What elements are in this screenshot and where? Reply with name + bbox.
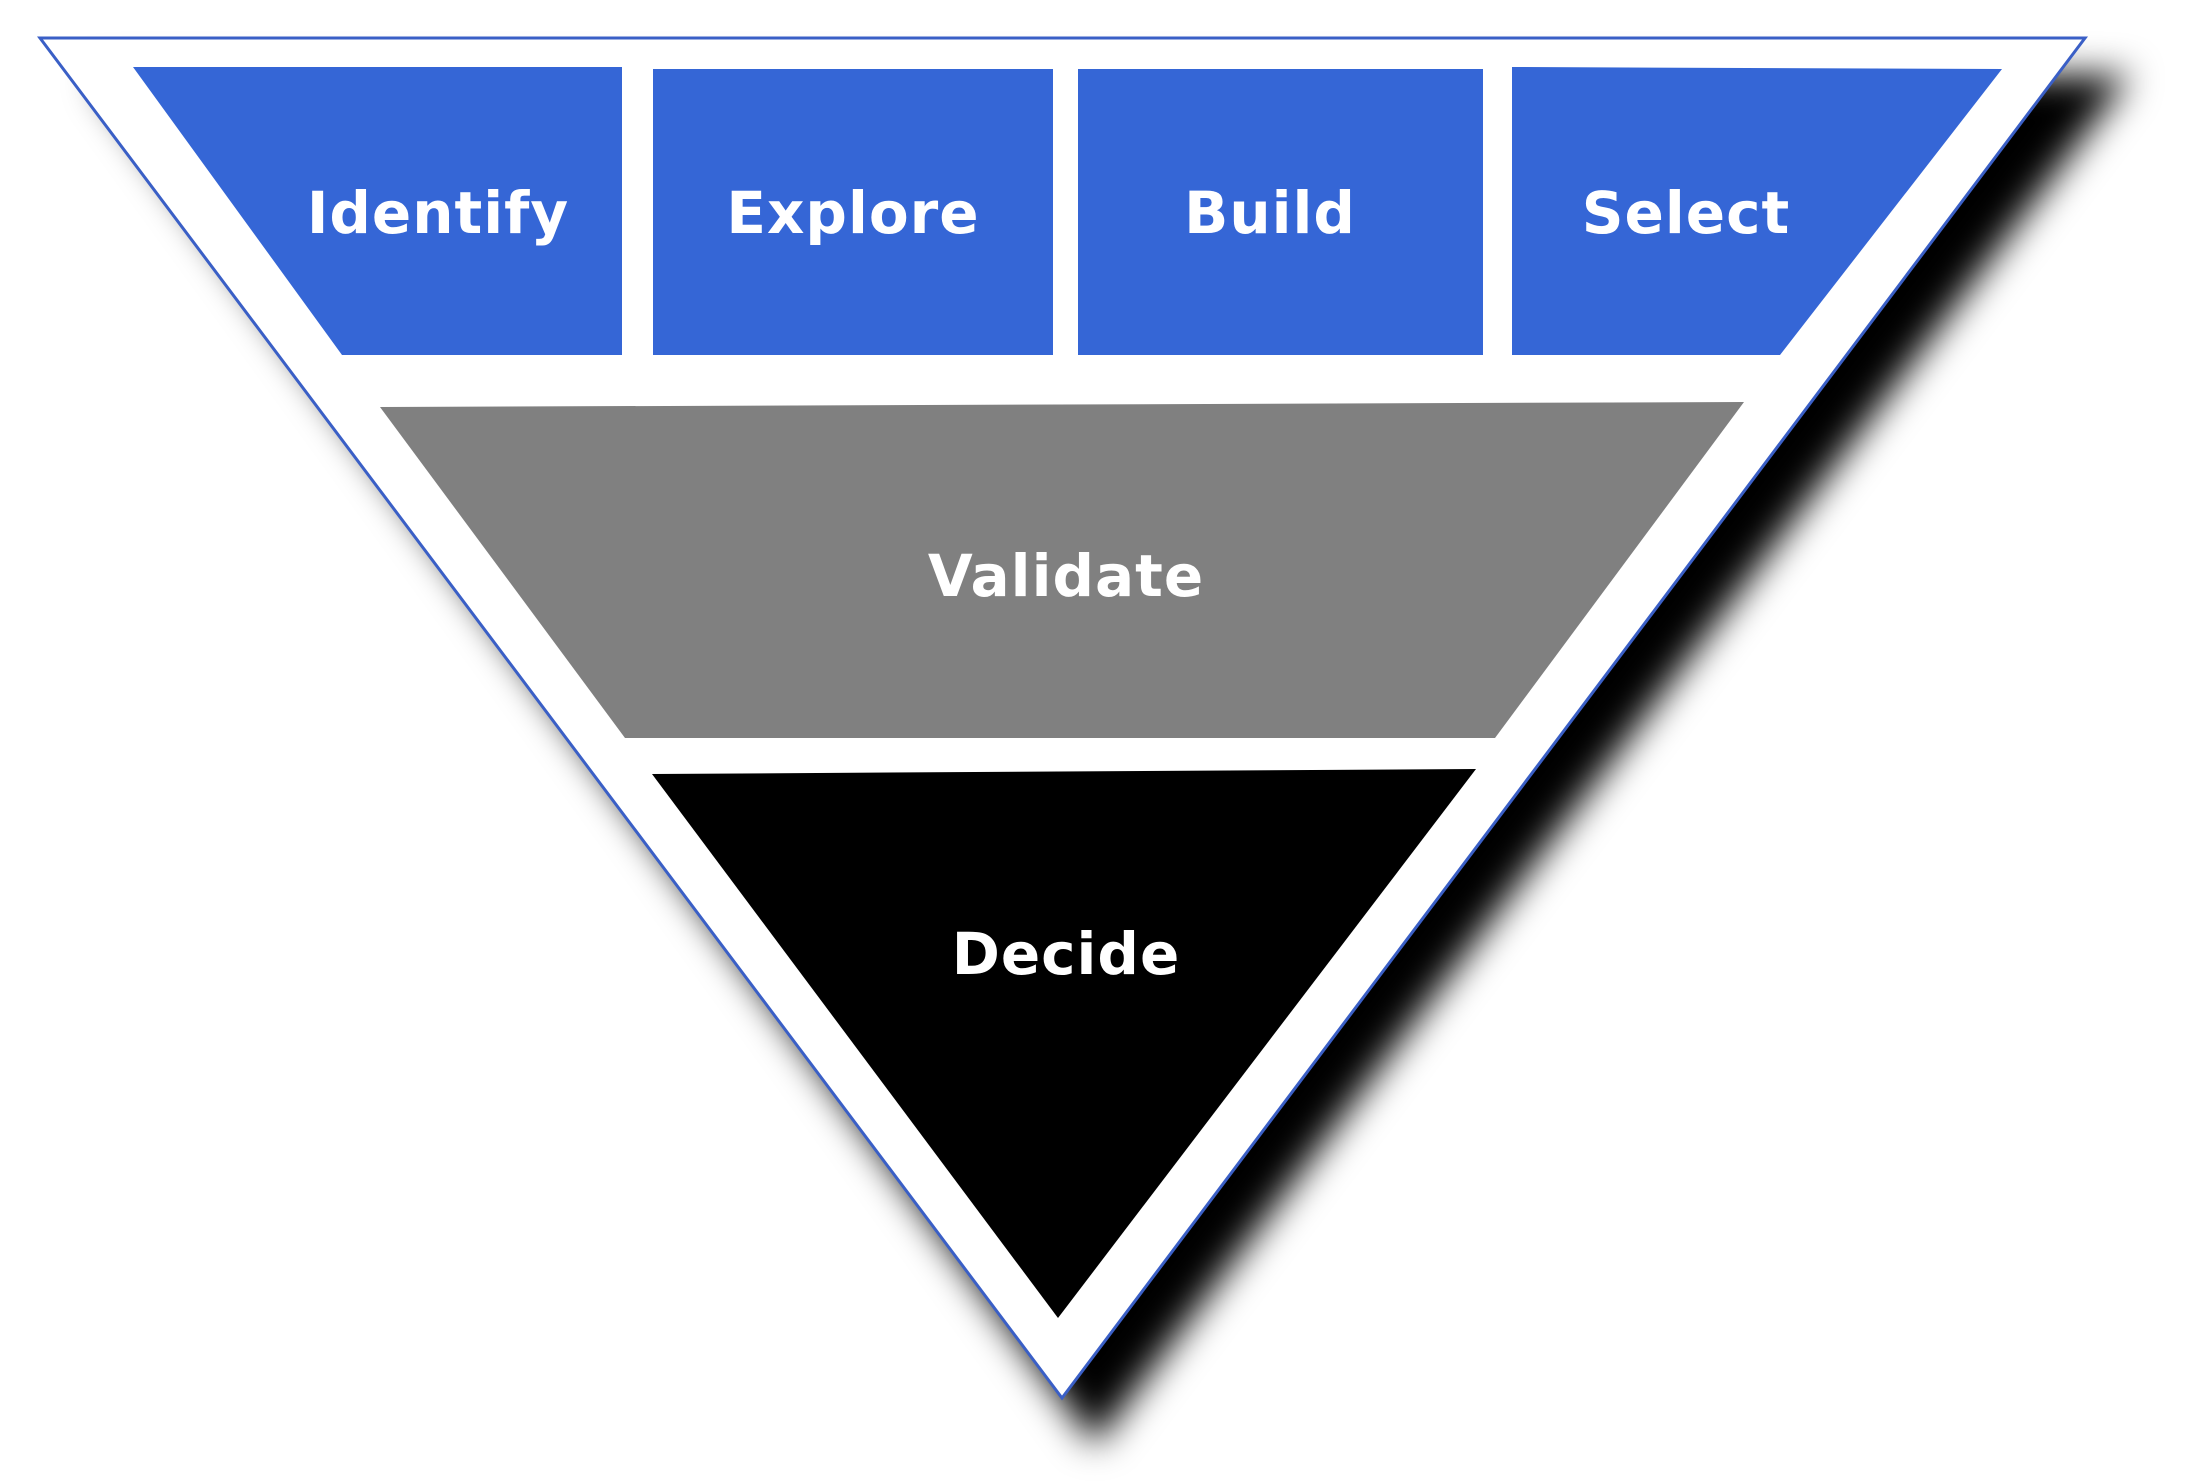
stage-explore-block [653, 69, 1053, 355]
stage-identify-label: Identify [307, 179, 569, 247]
stage-validate-label: Validate [928, 542, 1204, 610]
stage-decide-block [652, 769, 1476, 1318]
stage-identify-block [133, 67, 622, 355]
stage-explore-label: Explore [726, 179, 979, 247]
stage-select-label: Select [1582, 179, 1790, 247]
stage-validate-block [380, 402, 1744, 738]
stage-decide-label: Decide [952, 920, 1181, 988]
stage-build-label: Build [1184, 179, 1356, 247]
stage-build-block [1078, 69, 1483, 355]
stage-select-block [1512, 67, 2002, 355]
